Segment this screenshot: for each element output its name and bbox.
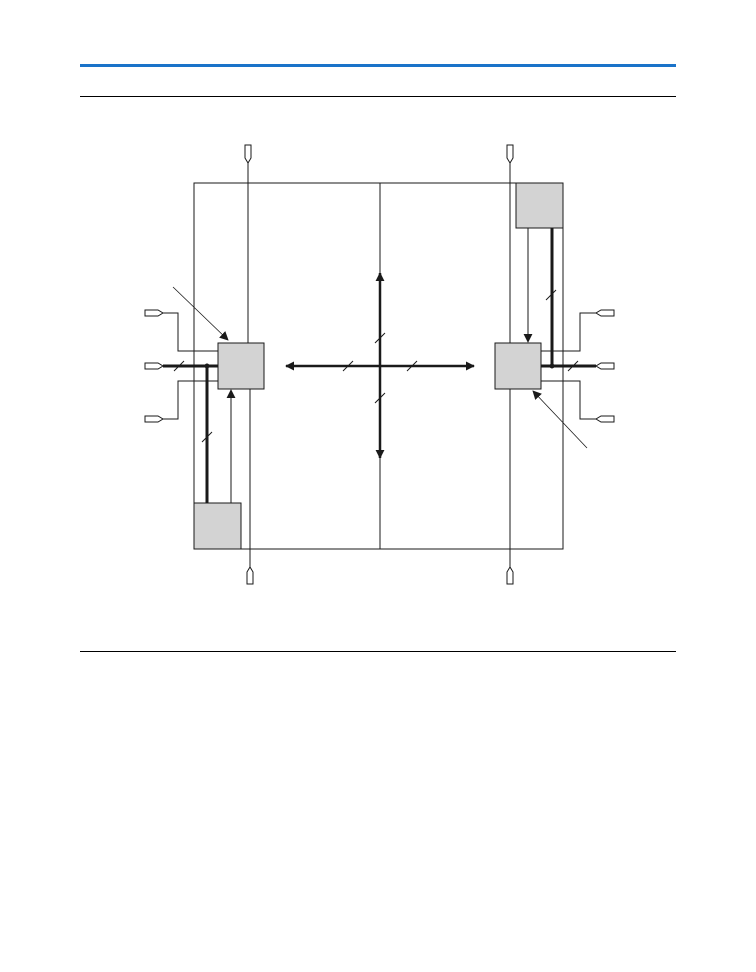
pin-icon: [506, 144, 514, 164]
pin-icon: [595, 415, 615, 423]
memory-block-top-right: [515, 182, 564, 229]
pin-icon: [144, 415, 164, 423]
figure-top-rule: [80, 96, 676, 97]
left-io-pins: [163, 312, 218, 420]
junction-dot: [549, 363, 555, 369]
pin-icon: [595, 362, 615, 370]
logic-block-right: [494, 342, 542, 390]
memory-block-bottom-left: [193, 502, 242, 550]
pin-icon: [506, 566, 514, 585]
pin-icon: [246, 566, 254, 585]
pin-icon: [244, 144, 252, 164]
callout-leader-right: [532, 390, 588, 449]
right-io-pins: [541, 312, 596, 420]
pin-icon: [144, 309, 164, 317]
header-accent-bar: [80, 64, 676, 67]
pin-icon: [144, 362, 164, 370]
figure-bottom-rule: [80, 651, 676, 652]
callout-leader-left: [172, 286, 229, 341]
pin-icon: [595, 309, 615, 317]
logic-block-left: [217, 342, 265, 390]
junction-dot: [204, 363, 210, 369]
